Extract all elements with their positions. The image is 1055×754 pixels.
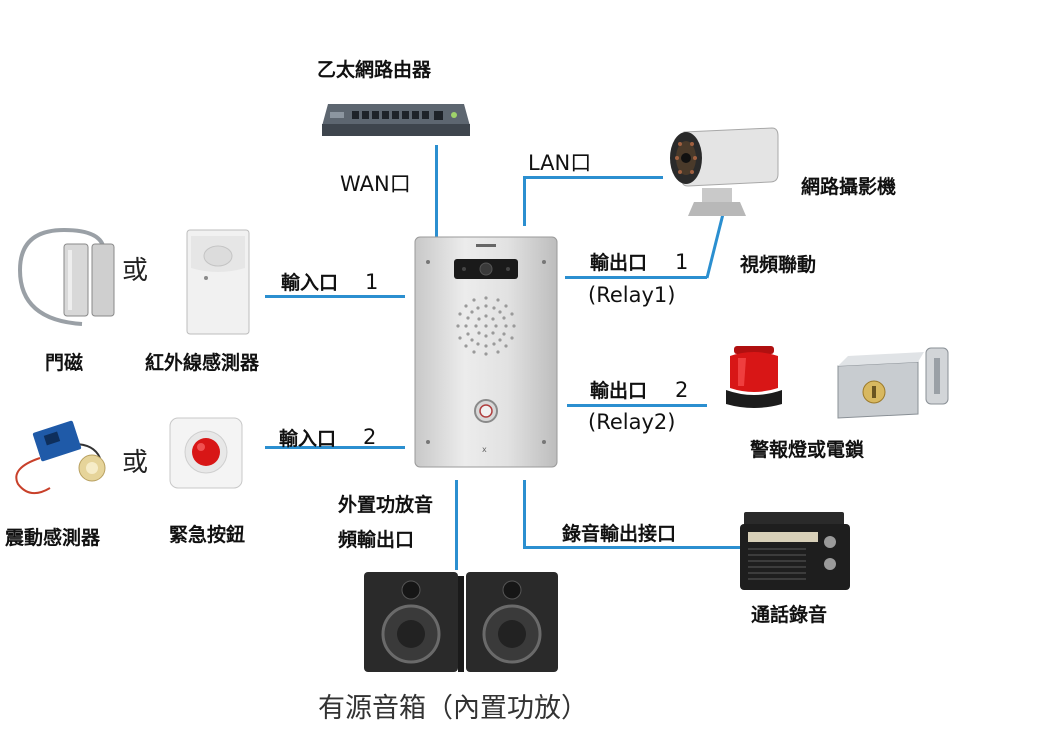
lan-line-h bbox=[523, 176, 663, 179]
lan-port-label: LAN口 bbox=[528, 151, 592, 175]
emergency-button-label: 緊急按鈕 bbox=[169, 524, 246, 546]
output1-line bbox=[565, 276, 707, 279]
vibration-sensor-image bbox=[15, 420, 106, 495]
output2-line bbox=[567, 404, 707, 407]
pir-sensor-label: 紅外線感測器 bbox=[145, 352, 260, 374]
call-recording-label: 通話錄音 bbox=[751, 604, 828, 626]
input2-line bbox=[265, 446, 405, 449]
network-camera-image bbox=[670, 127, 779, 216]
active-speakers-image bbox=[364, 572, 558, 672]
input1-label: 輸入口 bbox=[281, 272, 339, 294]
electric-lock-image bbox=[837, 347, 949, 419]
output2-num: 2 bbox=[675, 378, 689, 402]
svg-text:x: x bbox=[482, 445, 487, 454]
door-magnet-image bbox=[17, 228, 115, 326]
vibration-sensor-label: 震動感測器 bbox=[5, 527, 101, 549]
alarm-light-image bbox=[726, 346, 782, 408]
lan-line-v bbox=[523, 176, 526, 226]
output2-label: 輸出口 bbox=[590, 380, 648, 402]
input1-num: 1 bbox=[365, 270, 379, 294]
amp-line bbox=[455, 480, 458, 570]
amp-output-label-line2: 頻輸出口 bbox=[338, 529, 415, 551]
router-label: 乙太網路由器 bbox=[317, 59, 432, 81]
door-magnet-label: 門磁 bbox=[45, 352, 84, 374]
input2-label: 輸入口 bbox=[279, 428, 337, 450]
recording-port-label: 錄音輸出接口 bbox=[562, 523, 677, 545]
amp-output-label-line1: 外置功放音 bbox=[338, 494, 434, 516]
wan-line bbox=[435, 145, 438, 240]
alarm-or-lock-label: 警報燈或電鎖 bbox=[750, 439, 865, 461]
camera-label: 網路攝影機 bbox=[801, 176, 897, 198]
camera-link-line bbox=[705, 213, 725, 279]
output1-relay: (Relay1) bbox=[588, 283, 676, 307]
video-link-label: 視頻聯動 bbox=[740, 254, 817, 276]
wan-port-label: WAN口 bbox=[340, 172, 411, 196]
output1-label: 輸出口 bbox=[590, 252, 648, 274]
speakers-label: 有源音箱（內置功放） bbox=[318, 693, 588, 724]
pir-sensor-image bbox=[186, 229, 250, 335]
input2-or: 或 bbox=[122, 448, 149, 478]
rec-line-h bbox=[523, 546, 741, 549]
output2-relay: (Relay2) bbox=[588, 410, 676, 434]
output1-num: 1 bbox=[675, 250, 689, 274]
ethernet-router-image bbox=[322, 104, 470, 136]
intercom-panel-image: x bbox=[414, 236, 558, 468]
input1-line bbox=[265, 295, 405, 298]
input2-num: 2 bbox=[363, 425, 377, 449]
emergency-button-image bbox=[169, 417, 243, 489]
rec-line-v bbox=[523, 480, 526, 548]
input1-or: 或 bbox=[122, 256, 149, 286]
recorder-image bbox=[740, 512, 850, 590]
